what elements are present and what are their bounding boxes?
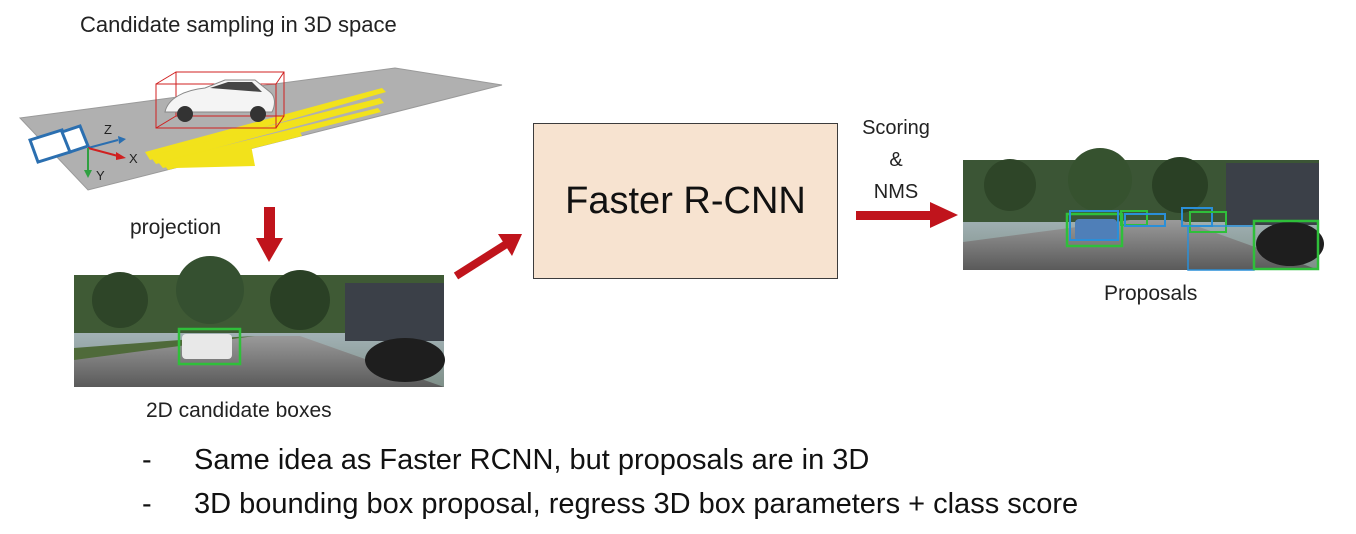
bullet-item: - 3D bounding box proposal, regress 3D b… [142, 482, 1078, 526]
scoring-arrow [856, 202, 958, 228]
proposals-photo [963, 148, 1324, 271]
axis-z-label: Z [104, 122, 112, 137]
ampersand-label: & [889, 149, 903, 171]
bullet-marker: - [142, 443, 152, 476]
sampling-title: Candidate sampling in 3D space [80, 12, 397, 37]
faster-rcnn-label: Faster R-CNN [565, 179, 806, 222]
candidate-boxes-caption: 2D candidate boxes [146, 399, 332, 422]
scoring-label: Scoring [862, 117, 930, 139]
projection-label: projection [130, 216, 222, 239]
bullet-text: 3D bounding box proposal, regress 3D box… [194, 487, 1079, 520]
to-model-arrow [453, 234, 522, 280]
bullet-marker: - [142, 487, 152, 520]
projection-arrow [256, 207, 283, 262]
bullet-text: Same idea as Faster RCNN, but proposals … [194, 443, 870, 476]
candidate-photo [74, 256, 445, 387]
axis-x-label: X [129, 151, 138, 166]
nms-label: NMS [873, 181, 919, 203]
camera-icon [28, 124, 90, 164]
bullet-item: - Same idea as Faster RCNN, but proposal… [142, 438, 1078, 482]
coordinate-axes [84, 136, 126, 178]
axis-y-label: Y [96, 168, 105, 183]
proposals-caption: Proposals [1104, 282, 1198, 305]
faster-rcnn-box: Faster R-CNN [533, 123, 838, 279]
bullet-list: - Same idea as Faster RCNN, but proposal… [142, 438, 1078, 526]
sample-points [145, 88, 386, 170]
car-3d [155, 71, 285, 129]
